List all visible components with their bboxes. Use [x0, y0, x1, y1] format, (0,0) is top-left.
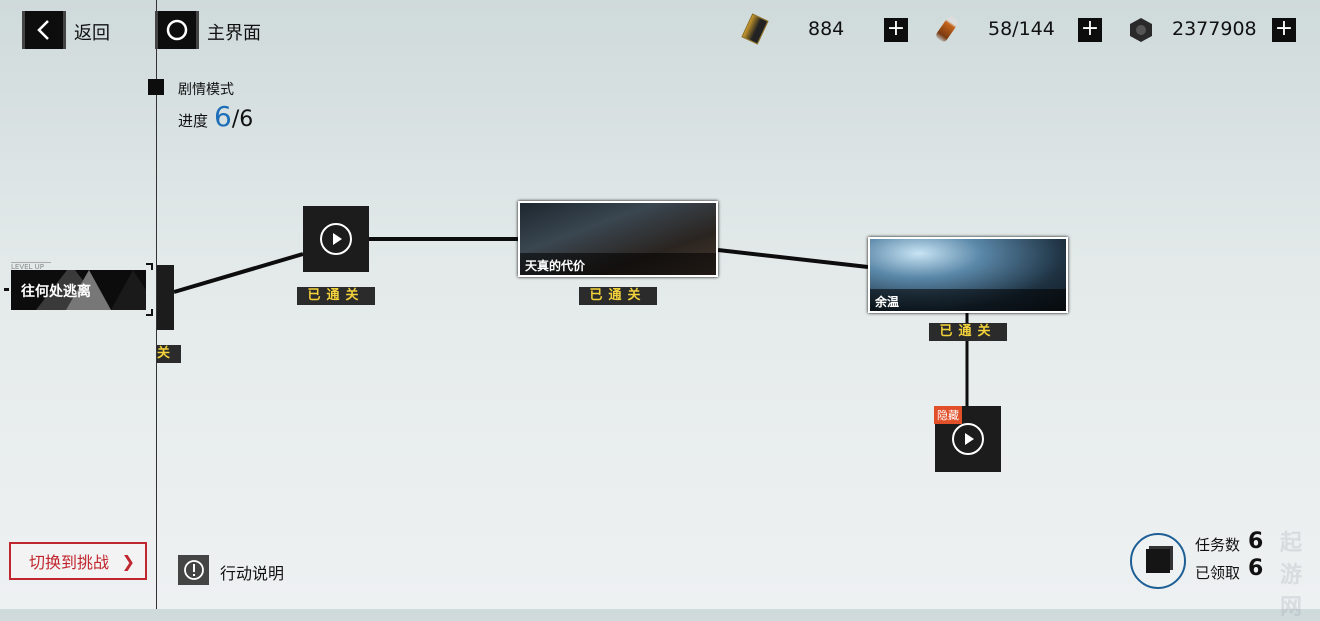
back-button[interactable] [22, 11, 66, 49]
status-cleared: 已通关 [297, 287, 375, 305]
claimed-count: 6 [1248, 556, 1264, 581]
level-up-tag: LEVEL UP [11, 262, 51, 271]
help-button[interactable] [178, 555, 209, 585]
node-title: 余温 [870, 289, 1066, 311]
gold-card-value: 884 [808, 18, 845, 40]
partial-node[interactable] [157, 265, 174, 330]
switch-to-challenge-button[interactable]: 切换到挑战 ❯ [9, 542, 147, 580]
story-node-afterglow[interactable]: 余温 [868, 237, 1068, 313]
mode-square-icon [148, 79, 164, 95]
video-node-1[interactable] [303, 206, 369, 272]
progress-total: /6 [231, 107, 254, 132]
hidden-video-node[interactable] [935, 406, 1001, 472]
home-label[interactable]: 主界面 [207, 23, 261, 44]
hidden-badge: 隐藏 [934, 406, 962, 424]
chevron-right-icon: ❯ [121, 551, 135, 571]
exclamation-icon [183, 560, 204, 580]
status-cleared: 已通关 [579, 287, 657, 305]
add-stamina-button[interactable]: + [1078, 18, 1102, 42]
play-icon [952, 423, 984, 455]
back-label[interactable]: 返回 [74, 23, 110, 44]
parts-value: 2377908 [1172, 18, 1257, 40]
claimed-label: 已领取 [1195, 564, 1241, 582]
status-cleared: 已通关 [929, 323, 1007, 341]
node-title: 天真的代价 [520, 253, 716, 275]
task-reward-button[interactable] [1130, 533, 1186, 589]
switch-label: 切换到挑战 [29, 553, 110, 572]
watermark: 起游网 [1280, 531, 1303, 620]
timeline-divider [156, 0, 157, 609]
chevron-left-icon [37, 20, 49, 40]
mode-title: 剧情模式 [178, 82, 234, 98]
add-gold-card-button[interactable]: + [884, 18, 908, 42]
corner-bracket [146, 309, 153, 316]
task-count-label: 任务数 [1195, 536, 1241, 554]
progress: 进度 6/6 [178, 100, 253, 133]
play-icon [320, 223, 352, 255]
add-parts-button[interactable]: + [1272, 18, 1296, 42]
partial-status: 关 [157, 345, 181, 363]
task-count: 6 [1248, 529, 1264, 554]
story-node-naive-price[interactable]: 天真的代价 [518, 201, 718, 277]
progress-label: 进度 [178, 112, 209, 130]
stamina-value: 58/144 [988, 18, 1055, 40]
corner-bracket [146, 263, 153, 270]
chapter-title: 往何处逃离 [21, 284, 91, 300]
crate-icon [1146, 549, 1170, 573]
progress-current: 6 [214, 100, 232, 133]
home-button[interactable] [155, 11, 199, 49]
help-label[interactable]: 行动说明 [220, 564, 285, 583]
circle-home-icon [166, 19, 188, 41]
chapter-card[interactable]: 往何处逃离 [11, 270, 146, 310]
hex-nut-icon [1128, 17, 1154, 47]
